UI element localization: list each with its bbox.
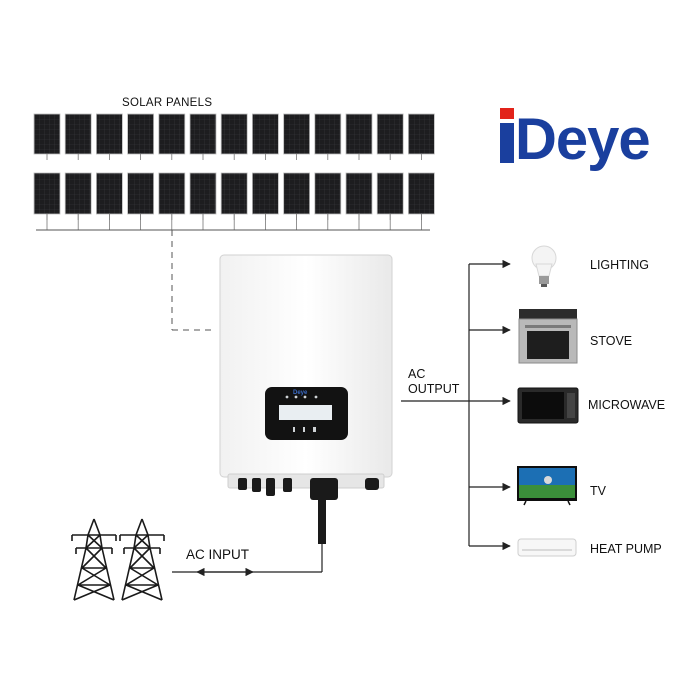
appliance-label-heat-pump: HEAT PUMP [590,542,662,556]
solar-panel [33,113,61,155]
inverter [219,254,393,544]
solar-panel-row-bottom [33,172,435,230]
appliance-label-lighting: LIGHTING [590,258,650,272]
solar-panel [64,172,92,215]
solar-panel [220,172,248,215]
solar-panel [283,113,311,155]
tv-icon [517,466,577,506]
ac-output-label-line1: AC [408,367,426,381]
microwave-icon [517,387,579,424]
solar-panel [220,113,248,155]
inverter-lcd-screen [279,405,332,420]
panel-wiring [36,229,430,331]
ac-input-line [172,544,323,577]
ac-output-lines [401,259,511,551]
ac-input-label: AC INPUT [186,547,250,562]
solar-panel [96,172,123,215]
transmission-tower-icon [119,518,165,601]
solar-panel [158,113,186,155]
power-grid-towers [71,518,165,601]
solar-panel [64,113,92,155]
ac-output-label: AC OUTPUT [408,367,459,397]
solar-panels-label: SOLAR PANELS [122,97,213,109]
solar-panel [314,172,342,215]
solar-panel [407,113,435,155]
solar-panel-row-top [33,113,435,160]
deye-logo: Deye [500,108,665,170]
solar-panel [189,172,217,215]
solar-panel [376,172,404,215]
solar-panel [251,113,279,155]
light-bulb-icon [531,245,557,287]
appliance-label-tv: TV [590,484,606,498]
solar-panel [283,172,311,215]
solar-panel [127,172,154,215]
solar-panel [189,113,217,155]
inverter-brand: Deye [293,390,308,396]
deye-logo-text: Deye [515,107,651,172]
transmission-tower-icon [71,518,117,601]
solar-panel [96,113,123,155]
solar-panel [127,113,154,155]
solar-panel [158,172,186,215]
appliance-label-microwave: MICROWAVE [588,398,666,412]
ac-output-label-line2: OUTPUT [408,382,460,396]
solar-panel [407,172,435,215]
heat-pump-icon [517,538,577,557]
solar-panel [376,113,404,155]
solar-panel [33,172,61,215]
deye-logo-i-mark [500,108,514,170]
appliance-label-stove: STOVE [590,334,633,348]
solar-panel [345,113,373,155]
stove-icon [518,309,578,364]
solar-panel [251,172,279,215]
solar-panel [345,172,373,215]
solar-panel [314,113,342,155]
